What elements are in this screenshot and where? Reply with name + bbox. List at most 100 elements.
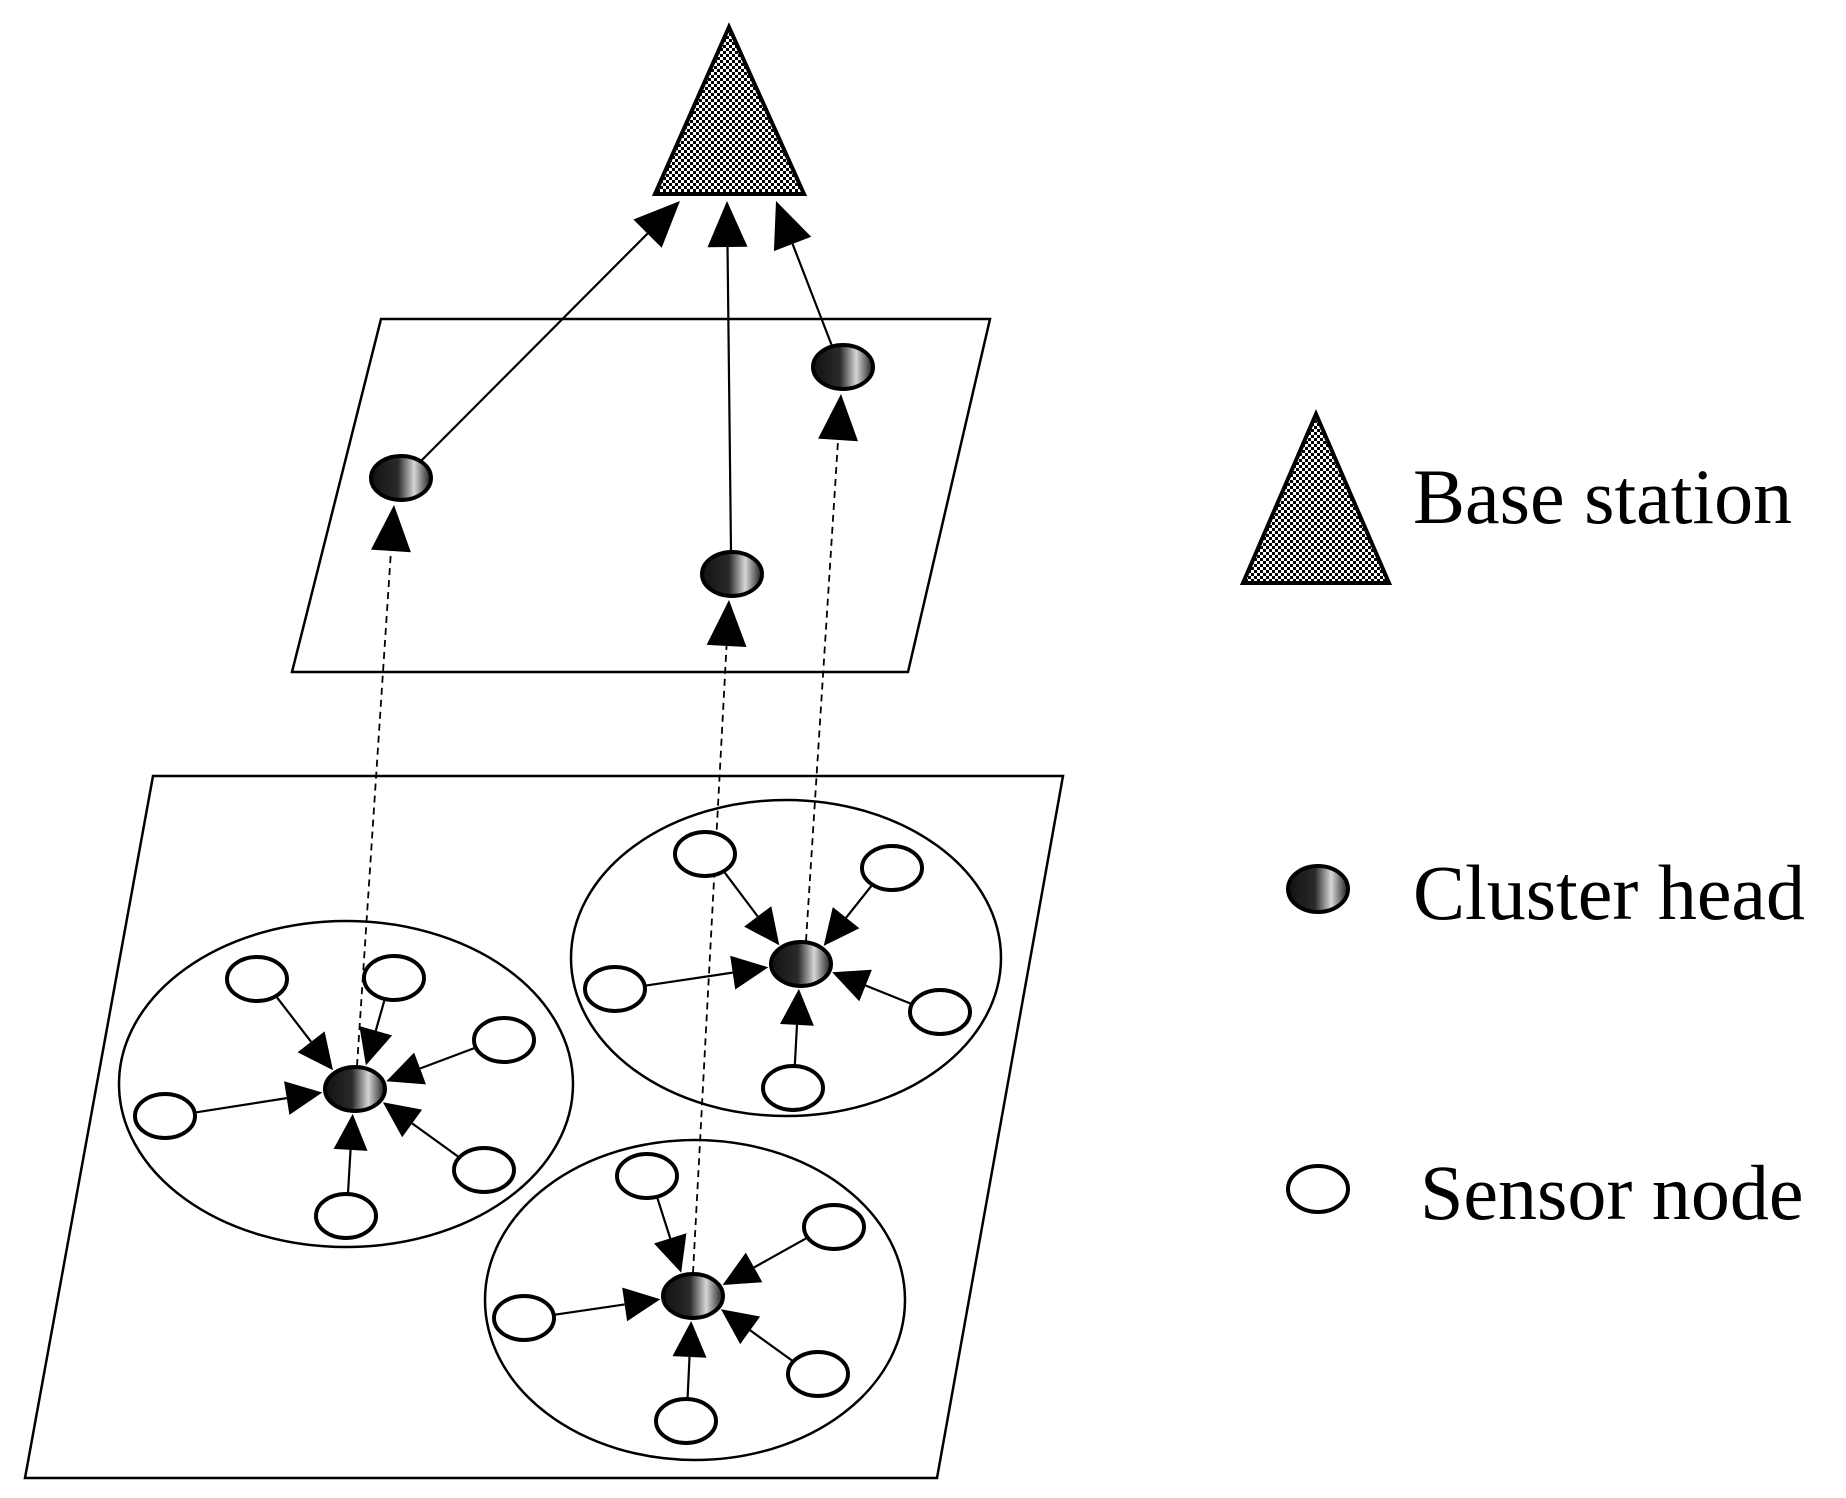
link-left-sensor-2 — [359, 996, 393, 1066]
legend-base-station-label: Base station — [1413, 453, 1792, 540]
link-upper-middle-to-base-line — [726, 246, 733, 552]
sensor-node-bottom-2 — [802, 1203, 866, 1251]
links — [190, 201, 916, 1402]
sensor-node-left-3 — [472, 1016, 536, 1064]
cluster-head-left — [323, 1065, 387, 1113]
link-right-sensor-3 — [640, 955, 769, 990]
sensor-node-right-2 — [860, 844, 924, 892]
link-left-head-to-upper-arrowhead — [371, 505, 411, 553]
link-right-sensor-1-arrowhead — [744, 906, 780, 946]
link-bottom-sensor-3-line — [549, 1303, 625, 1317]
link-right-sensor-5-line — [793, 1024, 799, 1069]
cluster-boundary-right — [569, 798, 1003, 1118]
link-right-head-to-upper-arrowhead — [818, 394, 858, 442]
link-left-sensor-4-line — [190, 1097, 287, 1115]
link-left-sensor-1-line — [273, 993, 312, 1043]
link-right-sensor-2 — [823, 881, 875, 946]
link-bottom-sensor-1-line — [655, 1194, 672, 1239]
legend-sensor-node-icon — [1286, 1164, 1350, 1214]
link-upper-middle-to-base — [707, 201, 748, 552]
link-left-sensor-1-arrowhead — [297, 1031, 333, 1071]
link-right-sensor-2-arrowhead — [823, 907, 860, 946]
link-left-sensor-5-line — [411, 1122, 463, 1161]
legend-sensor-node-label: Sensor node — [1420, 1149, 1803, 1236]
link-bottom-sensor-4-arrowhead — [721, 1309, 761, 1345]
sensor-node-right-3 — [583, 965, 647, 1013]
link-left-sensor-4-arrowhead — [284, 1081, 323, 1115]
link-bottom-sensor-1-arrowhead — [654, 1233, 687, 1273]
link-upper-right-to-base-line — [791, 243, 834, 347]
link-right-sensor-2-line — [845, 881, 875, 919]
link-right-sensor-1 — [721, 868, 780, 946]
link-left-sensor-5 — [382, 1102, 463, 1161]
sensor-nodes — [133, 830, 972, 1445]
cluster-head-bottom — [661, 1272, 725, 1320]
link-upper-left-to-base-line — [417, 232, 649, 465]
sensor-node-left-6 — [314, 1192, 378, 1240]
link-bottom-sensor-5-arrowhead — [672, 1321, 707, 1358]
link-bottom-sensor-1 — [654, 1194, 687, 1273]
sensor-node-right-1 — [673, 830, 737, 878]
cluster-boundary-left — [117, 919, 575, 1249]
sensor-node-right-4 — [908, 988, 972, 1036]
link-left-sensor-2-arrowhead — [359, 1026, 393, 1066]
cluster-head-right — [769, 940, 833, 988]
link-right-sensor-5 — [780, 988, 814, 1069]
link-left-sensor-6 — [333, 1113, 368, 1197]
cluster-head-upper-right — [811, 343, 875, 391]
sensor-node-bottom-1 — [615, 1152, 679, 1200]
cluster-head-upper-left — [369, 454, 433, 502]
link-bottom-sensor-4 — [721, 1309, 797, 1365]
link-left-sensor-3-arrowhead — [386, 1052, 426, 1085]
link-bottom-sensor-4-line — [749, 1329, 797, 1365]
link-upper-middle-to-base-arrowhead — [707, 201, 748, 248]
sensor-node-left-4 — [133, 1092, 197, 1140]
link-right-head-to-upper-line — [805, 439, 839, 942]
link-right-sensor-4-line — [865, 984, 916, 1007]
link-bottom-head-to-upper — [692, 600, 747, 1274]
legend-cluster-head-label: Cluster head — [1413, 849, 1805, 936]
cluster-boundaries — [117, 798, 1003, 1462]
legend: Base station Cluster head Sensor node — [1239, 408, 1805, 1236]
link-right-sensor-5-arrowhead — [780, 988, 814, 1026]
link-right-sensor-1-line — [721, 868, 759, 918]
sensor-node-bottom-5 — [654, 1397, 718, 1445]
link-bottom-sensor-3-arrowhead — [622, 1287, 661, 1322]
link-left-sensor-3-line — [419, 1045, 480, 1070]
link-upper-right-to-base-arrowhead — [773, 201, 812, 252]
upper-plane — [290, 317, 992, 674]
cluster-head-upper-middle — [700, 550, 764, 598]
link-bottom-sensor-5-line — [686, 1356, 691, 1402]
legend-base-station-icon — [1239, 408, 1393, 585]
link-bottom-sensor-2-line — [753, 1234, 812, 1269]
link-bottom-sensor-2 — [722, 1234, 812, 1285]
sensor-node-left-5 — [452, 1146, 516, 1194]
link-left-sensor-4 — [190, 1081, 323, 1115]
link-right-sensor-4-arrowhead — [832, 969, 872, 1002]
legend-cluster-head-icon — [1286, 864, 1350, 914]
link-right-sensor-4 — [832, 969, 916, 1007]
link-right-head-to-upper — [805, 394, 858, 942]
link-right-sensor-3-arrowhead — [730, 955, 769, 990]
link-upper-right-to-base — [773, 201, 834, 347]
base-station-triangle — [651, 22, 808, 196]
link-bottom-head-to-upper-arrowhead — [706, 600, 747, 647]
link-left-sensor-3 — [386, 1045, 480, 1085]
sensor-node-bottom-3 — [492, 1294, 556, 1342]
lower-plane — [23, 774, 1065, 1480]
link-bottom-sensor-5 — [672, 1321, 707, 1402]
link-left-sensor-6-arrowhead — [333, 1113, 368, 1151]
link-left-sensor-2-line — [374, 996, 387, 1032]
link-bottom-sensor-2-arrowhead — [722, 1252, 763, 1285]
link-upper-left-to-base-arrowhead — [633, 201, 680, 248]
link-left-sensor-6-line — [346, 1149, 352, 1197]
sensor-node-left-1 — [225, 955, 289, 1003]
link-right-sensor-3-line — [640, 971, 733, 988]
link-bottom-head-to-upper-line — [692, 645, 728, 1274]
link-left-sensor-1 — [273, 993, 333, 1071]
sensor-node-bottom-4 — [786, 1350, 850, 1398]
link-upper-left-to-base — [417, 201, 680, 465]
link-bottom-sensor-3 — [549, 1287, 661, 1322]
sensor-node-right-5 — [761, 1064, 825, 1112]
